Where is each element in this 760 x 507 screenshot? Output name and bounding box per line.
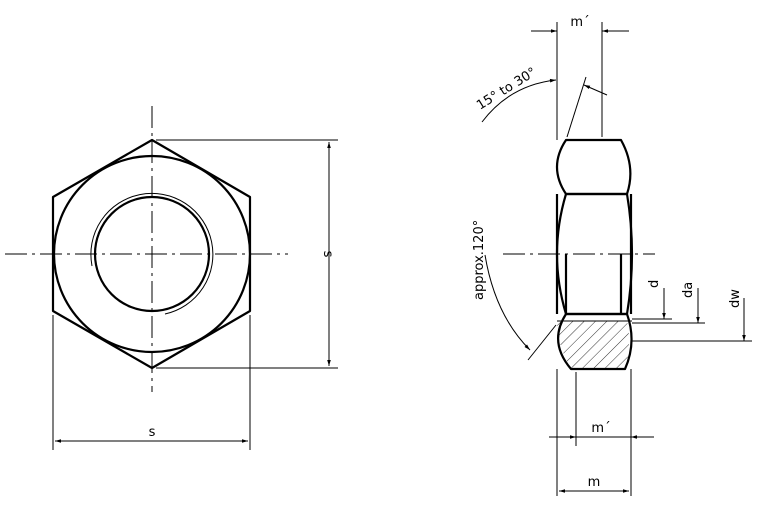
label-m-prime-top: m´ (570, 15, 589, 30)
front-view: s s (5, 106, 338, 450)
label-dw: dw (728, 289, 743, 308)
thread-arc (90, 192, 214, 315)
label-d: d (647, 280, 662, 288)
label-da: da (681, 282, 696, 298)
side-view: m´ 15° to 30° approx.120° d da dw m´ m (472, 15, 752, 496)
side-outline (555, 138, 632, 196)
label-m: m (588, 475, 601, 490)
label-s-horizontal: s (149, 425, 156, 440)
label-m-prime-bottom: m´ (591, 421, 610, 436)
label-angle-120: approx.120° (472, 220, 487, 300)
label-angle-15-30: 15° to 30° (474, 65, 539, 113)
label-s-vertical: s (320, 251, 335, 258)
